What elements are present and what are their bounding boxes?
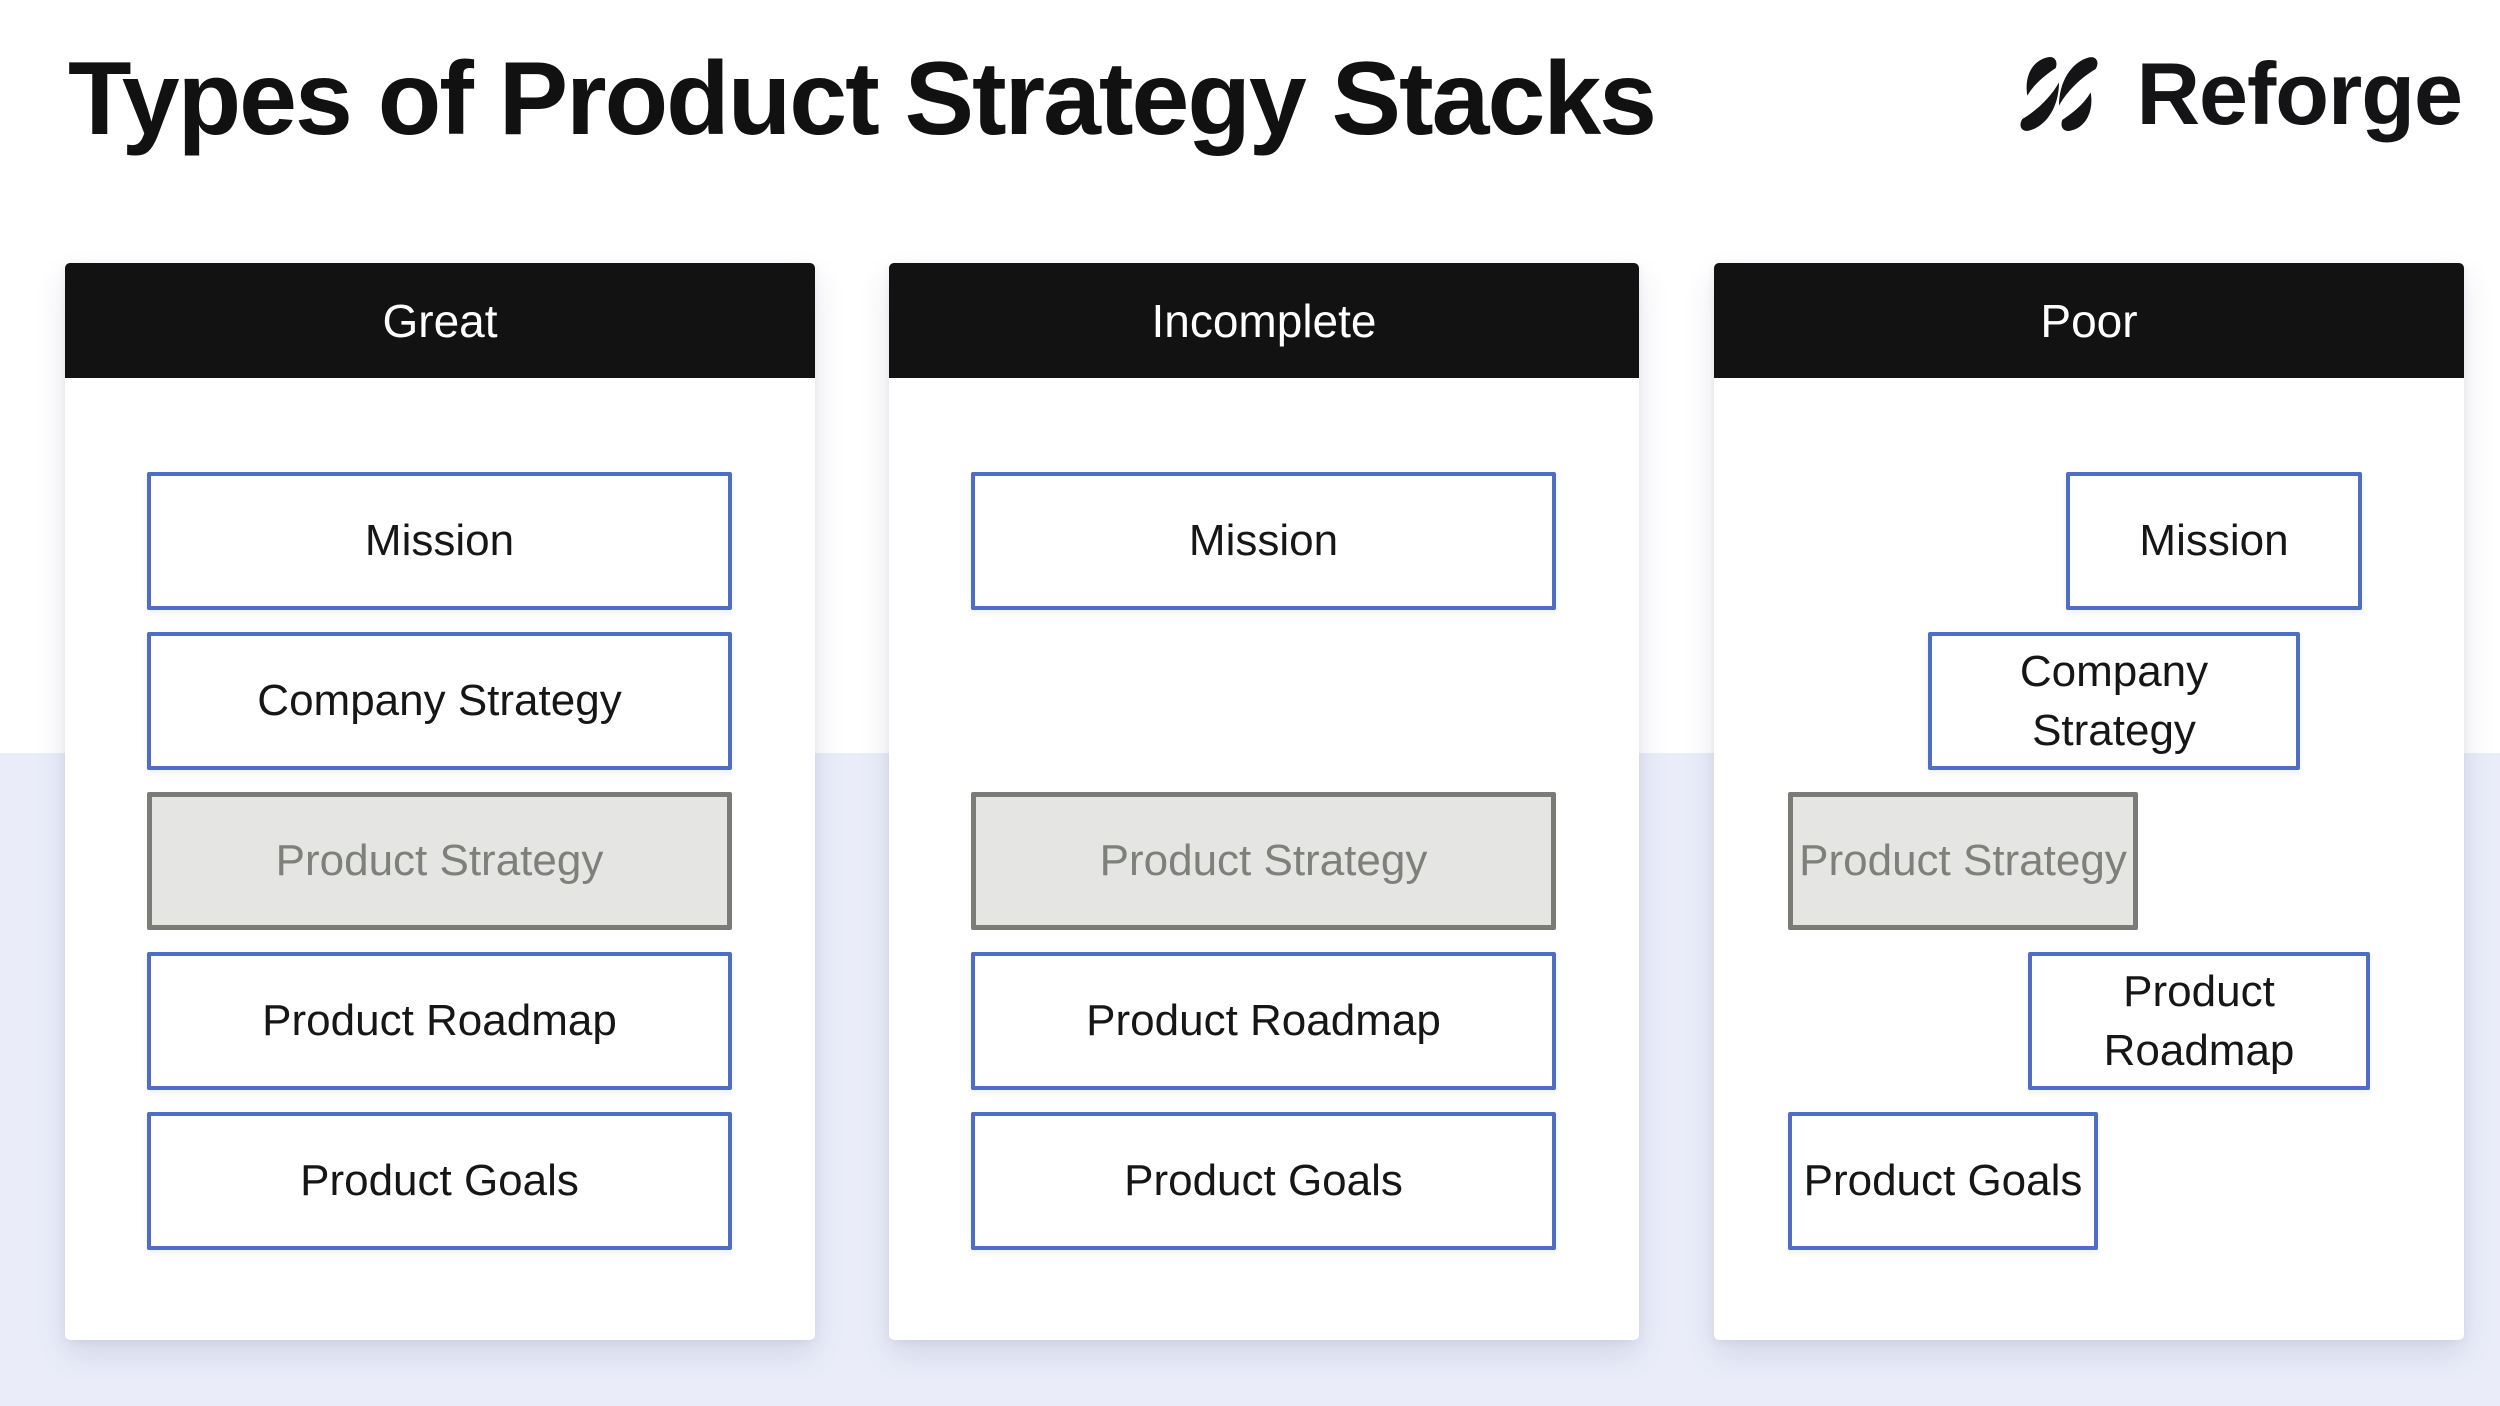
box-great-company-strategy: Company Strategy — [147, 632, 732, 770]
box-incomplete-product-roadmap: Product Roadmap — [971, 952, 1556, 1090]
box-poor-product-goals: Product Goals — [1788, 1112, 2098, 1250]
box-poor-product-strategy: Product Strategy — [1788, 792, 2138, 930]
box-incomplete-mission: Mission — [971, 472, 1556, 610]
column-header-poor: Poor — [1714, 263, 2464, 378]
column-card-poor: Poor Mission Company Strategy Product St… — [1714, 263, 2464, 1340]
box-great-product-goals: Product Goals — [147, 1112, 732, 1250]
box-incomplete-product-strategy: Product Strategy — [971, 792, 1556, 930]
box-great-mission: Mission — [147, 472, 732, 610]
box-poor-product-roadmap: Product Roadmap — [2028, 952, 2370, 1090]
reforge-brand-lockup: Reforge — [2017, 50, 2463, 138]
box-incomplete-product-goals: Product Goals — [971, 1112, 1556, 1250]
column-card-great: Great Mission Company Strategy Product S… — [65, 263, 815, 1340]
box-poor-company-strategy: Company Strategy — [1928, 632, 2300, 770]
reforge-logo-mark — [2020, 57, 2097, 131]
column-card-incomplete: Incomplete Mission Product Strategy Prod… — [889, 263, 1639, 1340]
box-poor-mission: Mission — [2066, 472, 2362, 610]
column-header-great: Great — [65, 263, 815, 378]
reforge-wordmark: Reforge — [2136, 44, 2463, 143]
column-header-incomplete: Incomplete — [889, 263, 1639, 378]
box-great-product-strategy: Product Strategy — [147, 792, 732, 930]
box-great-product-roadmap: Product Roadmap — [147, 952, 732, 1090]
page-title: Types of Product Strategy Stacks — [68, 41, 1657, 157]
